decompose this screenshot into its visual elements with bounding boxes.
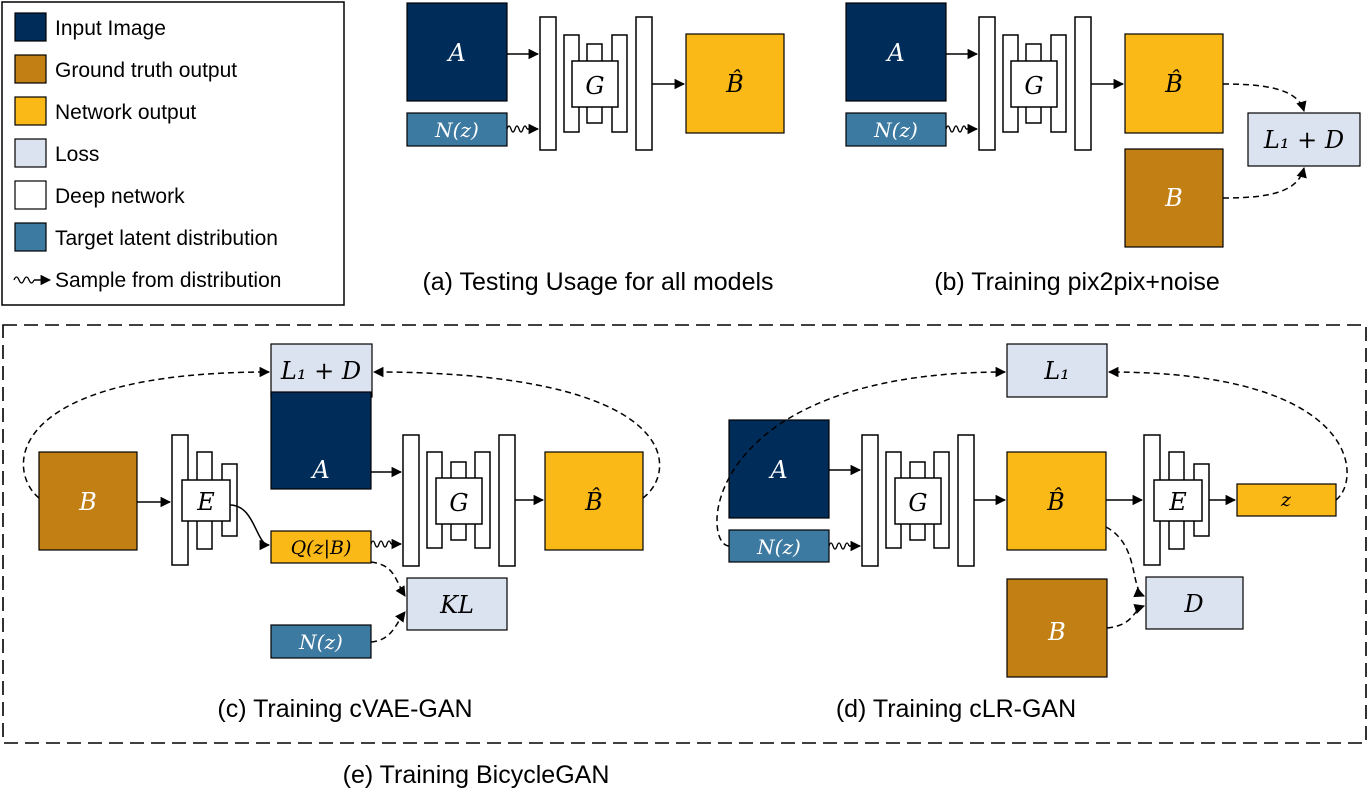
- a-input-a: [406, 2, 508, 102]
- c-loss-l1-d: [270, 343, 373, 398]
- panel-b: A N(z) G B̂ B L₁ + D (b) Training pix2pi…: [845, 2, 1361, 296]
- legend-wavy-arrow: [13, 276, 35, 284]
- b-label-g: G: [1024, 72, 1043, 100]
- c-label-q: Q(z|B): [291, 537, 352, 559]
- d-output-bhat: [1006, 451, 1107, 551]
- c-label-kl: KL: [439, 591, 474, 619]
- legend-swatch-network-output: [14, 96, 47, 126]
- caption-b: (b) Training pix2pix+noise: [934, 268, 1220, 296]
- panel-d: L₁ A N(z) G B̂ E z B D: [716, 343, 1348, 723]
- legend-swatch-target-latent: [14, 222, 47, 252]
- a-label-nz: N(z): [434, 118, 479, 142]
- d-label-e: E: [1168, 488, 1187, 516]
- b-label-l1-d: L₁ + D: [1263, 126, 1344, 154]
- d-generator-network: [861, 434, 975, 567]
- c-label-a: A: [310, 456, 329, 484]
- panel-e-frame: [2, 324, 1367, 744]
- caption-e: (e) Training BicycleGAN: [343, 761, 610, 789]
- legend-swatch-deep-network: [14, 180, 47, 210]
- a-label-bhat: B̂: [725, 70, 744, 98]
- legend-label-target-latent: Target latent distribution: [55, 227, 278, 250]
- c-ground-truth-b: [38, 451, 138, 551]
- d-encoder-network: [1143, 434, 1210, 566]
- c-label-l1-d: L₁ + D: [280, 357, 361, 385]
- d-label-d: D: [1183, 590, 1203, 618]
- d-ground-truth-b: [1006, 578, 1108, 678]
- d-label-b: B: [1047, 618, 1066, 646]
- c-input-a: [270, 391, 372, 490]
- c-label-bhat: B̂: [584, 488, 603, 516]
- b-label-nz: N(z): [873, 118, 918, 142]
- c-prior-nz: [270, 624, 372, 659]
- b-label-bhat: B̂: [1164, 70, 1183, 98]
- c-label-nz: N(z): [298, 630, 343, 654]
- a-output-bhat: [685, 33, 785, 134]
- legend-swatch-input-image: [14, 12, 47, 42]
- d-label-nz: N(z): [756, 535, 801, 559]
- b-label-b: B: [1164, 184, 1183, 212]
- c-label-e: E: [196, 488, 215, 516]
- a-label-g: G: [585, 72, 604, 100]
- legend: Input Image Ground truth output Network …: [1, 1, 345, 306]
- caption-a: (a) Testing Usage for all models: [422, 268, 773, 296]
- panel-c: L₁ + D B E A Q(z|B) N(z) G B̂ KL: [22, 343, 661, 723]
- legend-label-network-output: Network output: [55, 101, 196, 124]
- b-input-a: [845, 2, 947, 102]
- c-posterior-q: [270, 530, 372, 564]
- legend-label-sample: Sample from distribution: [55, 269, 281, 292]
- d-label-a: A: [768, 456, 787, 484]
- legend-label-deep-network: Deep network: [55, 185, 185, 208]
- caption-d: (d) Training cLR-GAN: [836, 695, 1076, 723]
- d-input-a: [728, 419, 830, 519]
- c-encoder-network: [171, 434, 238, 566]
- legend-label-loss: Loss: [55, 143, 99, 166]
- d-label-z: z: [1280, 489, 1292, 511]
- b-label-a: A: [885, 39, 904, 67]
- legend-swatch-ground-truth: [14, 54, 47, 84]
- c-label-g: G: [449, 489, 468, 517]
- d-label-g: G: [908, 489, 927, 517]
- c-output-bhat: [544, 451, 644, 551]
- d-loss-l1: [1006, 343, 1108, 398]
- legend-label-input-image: Input Image: [55, 17, 166, 40]
- b-output-bhat: [1124, 33, 1224, 134]
- d-label-bhat: B̂: [1046, 488, 1065, 516]
- legend-frame: [1, 1, 345, 306]
- d-latent-z: [1236, 483, 1337, 517]
- c-label-b: B: [78, 488, 97, 516]
- d-loss-d: [1145, 576, 1244, 630]
- c-loss-kl: [406, 577, 508, 631]
- panel-a: A N(z) G B̂ (a) Testing Usage for all mo…: [406, 2, 785, 296]
- d-label-l1: L₁: [1043, 357, 1070, 385]
- a-generator-network: [539, 16, 653, 151]
- legend-swatch-loss: [14, 138, 47, 168]
- a-noise-nz: [406, 112, 508, 147]
- b-ground-truth-b: [1124, 148, 1224, 248]
- b-noise-nz: [845, 112, 947, 147]
- legend-label-ground-truth: Ground truth output: [55, 59, 237, 82]
- caption-c: (c) Training cVAE-GAN: [217, 695, 472, 723]
- b-loss-l1-d: [1247, 112, 1361, 167]
- a-label-a: A: [446, 39, 465, 67]
